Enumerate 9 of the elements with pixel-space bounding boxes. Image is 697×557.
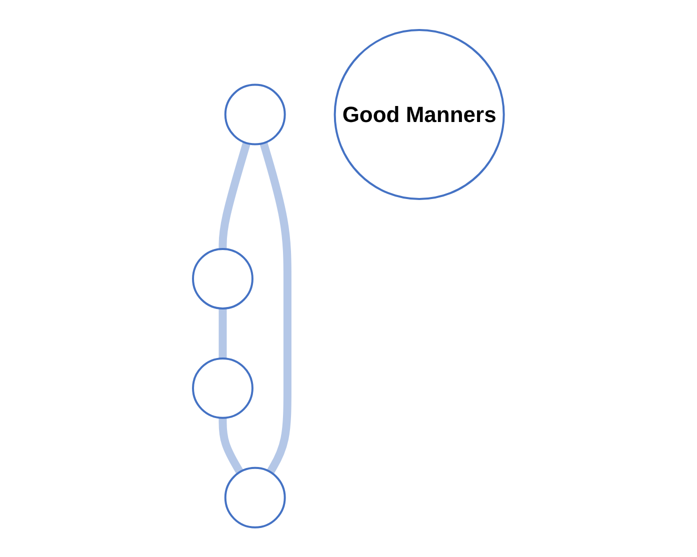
node-circle: Good Manners bbox=[334, 28, 505, 200]
node-ellipse bbox=[192, 248, 254, 310]
connector bbox=[260, 142, 292, 474]
connector bbox=[218, 308, 227, 358]
node-ellipse bbox=[224, 466, 286, 528]
connector bbox=[218, 418, 244, 474]
node-ellipse bbox=[224, 84, 286, 146]
connector bbox=[218, 142, 251, 249]
node-ellipse bbox=[192, 357, 254, 419]
